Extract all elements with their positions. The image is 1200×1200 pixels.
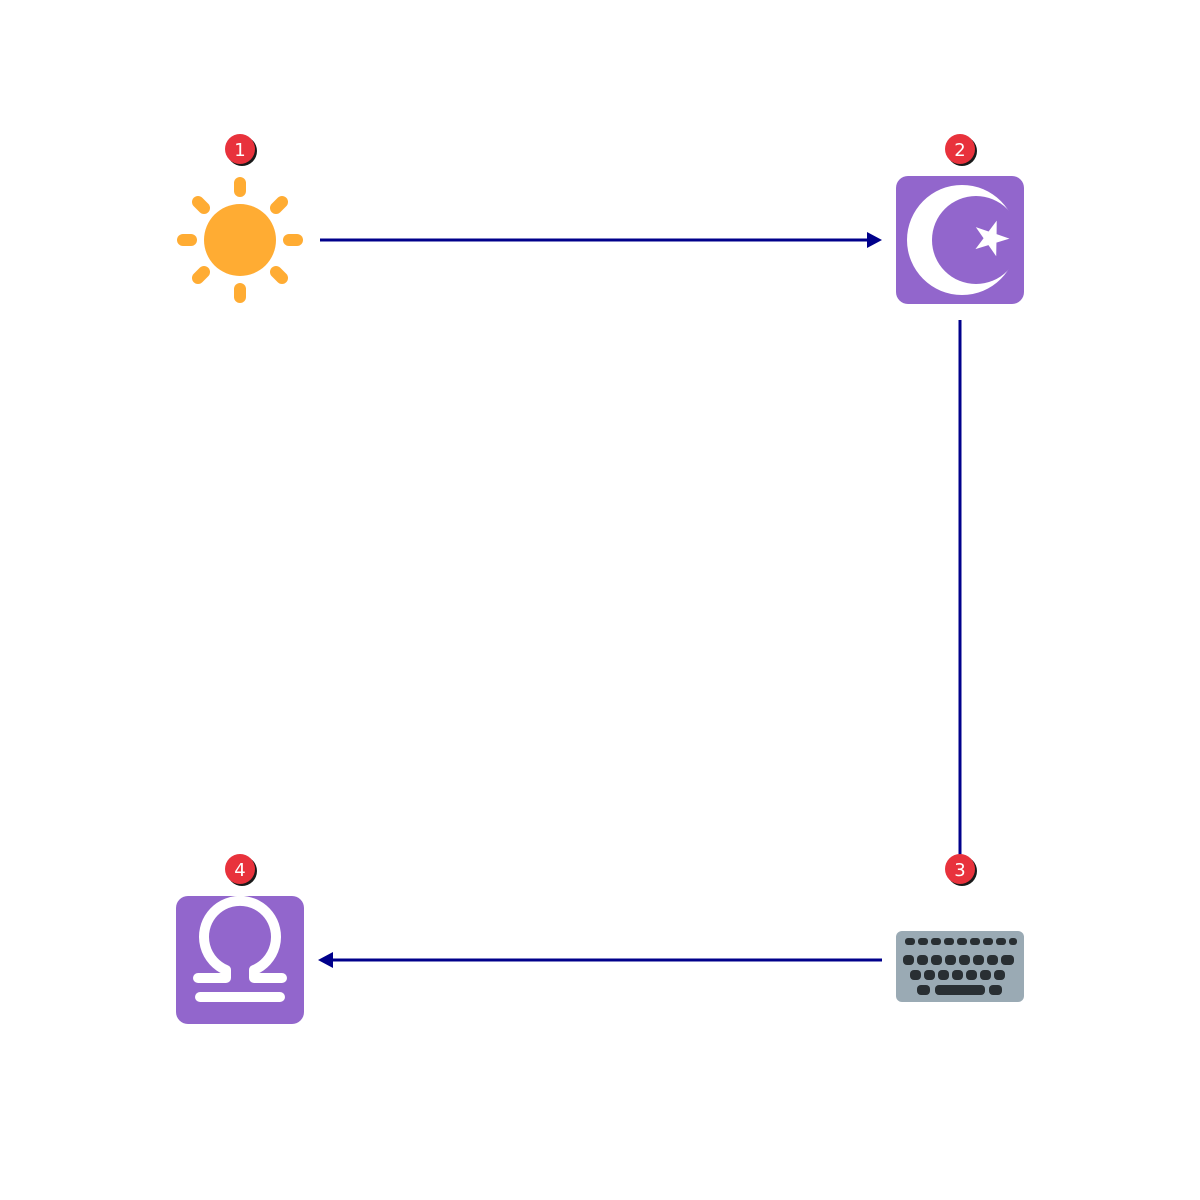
badge-label-2: 2	[954, 140, 965, 161]
badge-label-4: 4	[234, 860, 245, 881]
badge-node-4: 4	[225, 854, 257, 886]
badge-node-3: 3	[945, 854, 977, 886]
badge-label-1: 1	[234, 140, 245, 161]
arrowhead-keyboard-to-libra	[318, 952, 333, 968]
node-star-crescent	[896, 176, 1024, 304]
star-and-crescent-icon	[896, 176, 1024, 304]
badges: 1 2 3 4	[225, 134, 977, 886]
node-keyboard	[896, 931, 1024, 1002]
edges	[318, 232, 962, 968]
badge-node-2: 2	[945, 134, 977, 166]
badge-node-1: 1	[225, 134, 257, 166]
node-sun	[177, 177, 303, 303]
sun-icon	[177, 177, 303, 303]
node-libra	[176, 895, 304, 1024]
badge-label-3: 3	[954, 860, 965, 881]
keyboard-icon	[896, 931, 1024, 1002]
libra-icon	[176, 895, 304, 1024]
arrowhead-sun-to-star-crescent	[867, 232, 882, 248]
